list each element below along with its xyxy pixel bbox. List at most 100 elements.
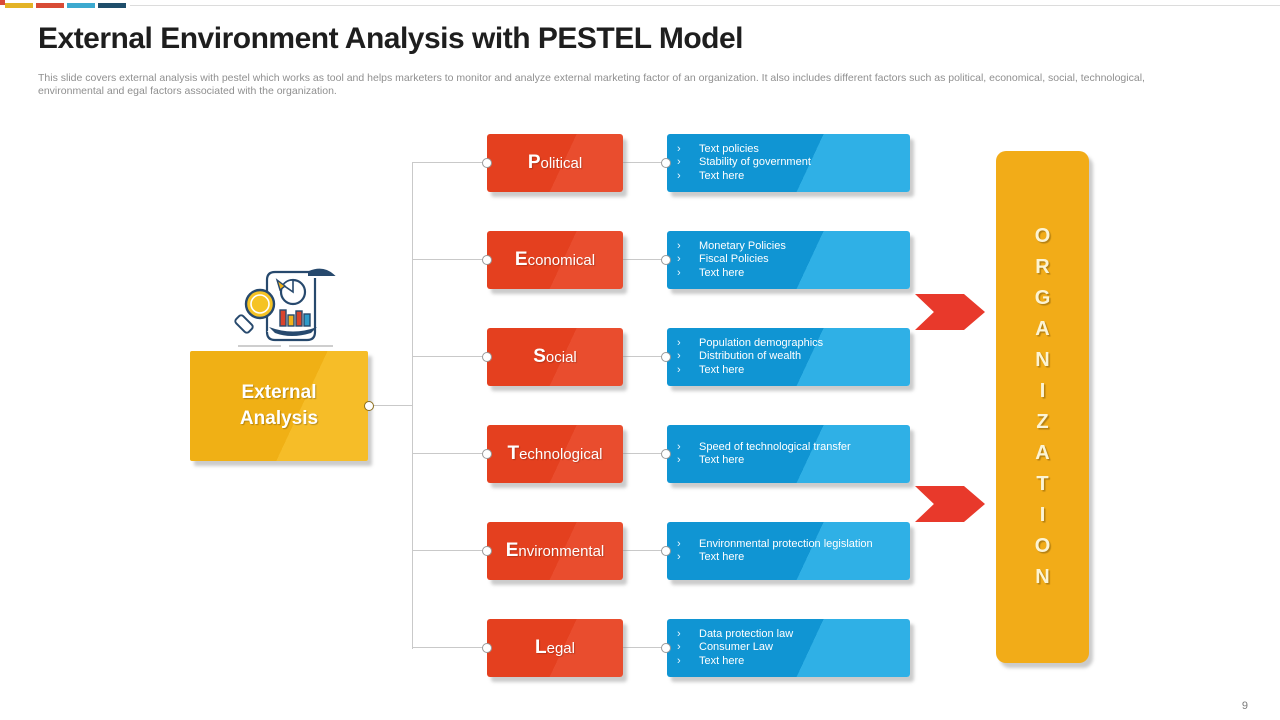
bullet-list: ›Environmental protection legislation ›T…	[677, 538, 904, 565]
connector-dot	[661, 255, 671, 265]
factor-label: Political	[527, 152, 583, 173]
organization-letter: O	[1034, 535, 1051, 557]
factor-details-environmental: ›Environmental protection legislation ›T…	[661, 522, 910, 580]
bullet-item: ›Speed of technological transfer	[677, 440, 851, 453]
bullet-item: ›Distribution of wealth	[677, 350, 802, 363]
factor-details-social: ›Population demographics ›Distribution o…	[661, 328, 910, 386]
connector-dot	[482, 643, 492, 653]
connector-dot	[482, 158, 492, 168]
factor-details-legal: ›Data protection law ›Consumer Law ›Text…	[661, 619, 910, 677]
chevron-bullet-icon: ›	[677, 350, 681, 363]
chevron-bullet-icon: ›	[677, 266, 681, 279]
chevron-bullet-icon: ›	[677, 627, 681, 640]
organization-letter: N	[1035, 566, 1050, 588]
connector-dot	[661, 449, 671, 459]
factor-row-economical: Economical ›Monetary Policies ›Fiscal Po…	[0, 231, 1280, 289]
bullet-item: ›Text here	[677, 266, 745, 279]
organization-letter: T	[1036, 473, 1049, 495]
organization-letter: G	[1034, 287, 1051, 309]
factor-row-legal: Legal ›Data protection law ›Consumer Law…	[0, 619, 1280, 677]
bullet-list: ›Text policies ›Stability of government …	[677, 143, 904, 184]
bullet-item: ›Text policies	[677, 142, 759, 155]
chevron-bullet-icon: ›	[677, 156, 681, 169]
connector-line	[623, 162, 668, 163]
slide-subtitle: This slide covers external analysis with…	[38, 72, 1145, 97]
factor-details-political: ›Text policies ›Stability of government …	[661, 134, 910, 192]
connector-trunk-line	[412, 163, 413, 649]
connector-line	[412, 550, 487, 551]
bullet-list: ›Speed of technological transfer ›Text h…	[677, 441, 904, 468]
bullet-item: ›Text here	[677, 363, 745, 376]
chevron-bullet-icon: ›	[677, 142, 681, 155]
connector-line	[412, 259, 487, 260]
connector-dot	[482, 546, 492, 556]
chevron-bullet-icon: ›	[677, 537, 681, 550]
factor-label: Economical	[514, 249, 596, 270]
slide-title: External Environment Analysis with PESTE…	[38, 22, 744, 55]
factor-row-environmental: Environmental ›Environmental protection …	[0, 522, 1280, 580]
connector-dot	[661, 158, 671, 168]
page-number: 9	[1241, 700, 1248, 712]
connector-line	[412, 453, 487, 454]
chevron-bullet-icon: ›	[677, 336, 681, 349]
accent-segment-navy	[98, 3, 126, 8]
factor-label: Social	[533, 346, 577, 367]
factor-row-social: Social ›Population demographics ›Distrib…	[0, 328, 1280, 386]
factor-label: Environmental	[505, 540, 605, 561]
organization-letter: R	[1035, 256, 1050, 278]
factor-box-social: Social	[482, 328, 623, 386]
connector-line	[412, 356, 487, 357]
connector-line	[623, 259, 668, 260]
factor-row-political: Political ›Text policies ›Stability of g…	[0, 134, 1280, 192]
bullet-item: ›Text here	[677, 551, 745, 563]
factor-details-economical: ›Monetary Policies ›Fiscal Policies ›Tex…	[661, 231, 910, 289]
chevron-bullet-icon: ›	[677, 454, 681, 466]
factor-box-political: Political	[482, 134, 623, 192]
connector-dot	[661, 546, 671, 556]
factor-row-technological: Technological ›Speed of technological tr…	[0, 425, 1280, 483]
bullet-list: ›Monetary Policies ›Fiscal Policies ›Tex…	[677, 240, 904, 281]
bullet-item: ›Environmental protection legislation	[677, 537, 873, 550]
organization-box: O R G A N I Z A T I O N	[996, 151, 1089, 663]
bullet-list: ›Population demographics ›Distribution o…	[677, 337, 904, 378]
external-analysis-box: External Analysis	[190, 351, 374, 461]
organization-letter: A	[1035, 318, 1050, 340]
bullet-list: ›Data protection law ›Consumer Law ›Text…	[677, 628, 904, 669]
factor-box-legal: Legal	[482, 619, 623, 677]
bullet-item: ›Text here	[677, 654, 745, 667]
connector-line	[623, 550, 668, 551]
organization-letter: I	[1039, 504, 1046, 526]
chevron-bullet-icon: ›	[677, 551, 681, 563]
top-accent-bar	[0, 0, 1280, 12]
organization-letter: A	[1035, 442, 1050, 464]
organization-letter: N	[1035, 349, 1050, 371]
connector-line	[623, 453, 668, 454]
factor-details-technological: ›Speed of technological transfer ›Text h…	[661, 425, 910, 483]
chevron-bullet-icon: ›	[677, 253, 681, 266]
accent-segment-yellow	[5, 3, 33, 8]
connector-line	[412, 647, 487, 648]
bullet-item: ›Population demographics	[677, 336, 824, 349]
bullet-item: ›Fiscal Policies	[677, 253, 769, 266]
accent-segment-red	[36, 3, 64, 8]
chevron-bullet-icon: ›	[677, 654, 681, 667]
connector-source-line	[369, 405, 413, 406]
bullet-item: ›Data protection law	[677, 627, 794, 640]
connector-line	[412, 162, 487, 163]
connector-dot	[482, 449, 492, 459]
factor-box-economical: Economical	[482, 231, 623, 289]
connector-dot	[364, 401, 374, 411]
connector-dot	[661, 352, 671, 362]
bullet-item: ›Text here	[677, 454, 745, 466]
factor-label: Technological	[507, 443, 603, 464]
organization-letter: O	[1034, 225, 1051, 247]
chevron-bullet-icon: ›	[677, 169, 681, 182]
factor-box-technological: Technological	[482, 425, 623, 483]
accent-hairline	[130, 5, 1280, 6]
organization-letter: I	[1039, 380, 1046, 402]
chevron-bullet-icon: ›	[677, 440, 681, 453]
factor-label: Legal	[535, 637, 575, 658]
right-arrow-icon	[915, 294, 985, 330]
analysis-document-icon	[233, 262, 338, 350]
chevron-bullet-icon: ›	[677, 239, 681, 252]
